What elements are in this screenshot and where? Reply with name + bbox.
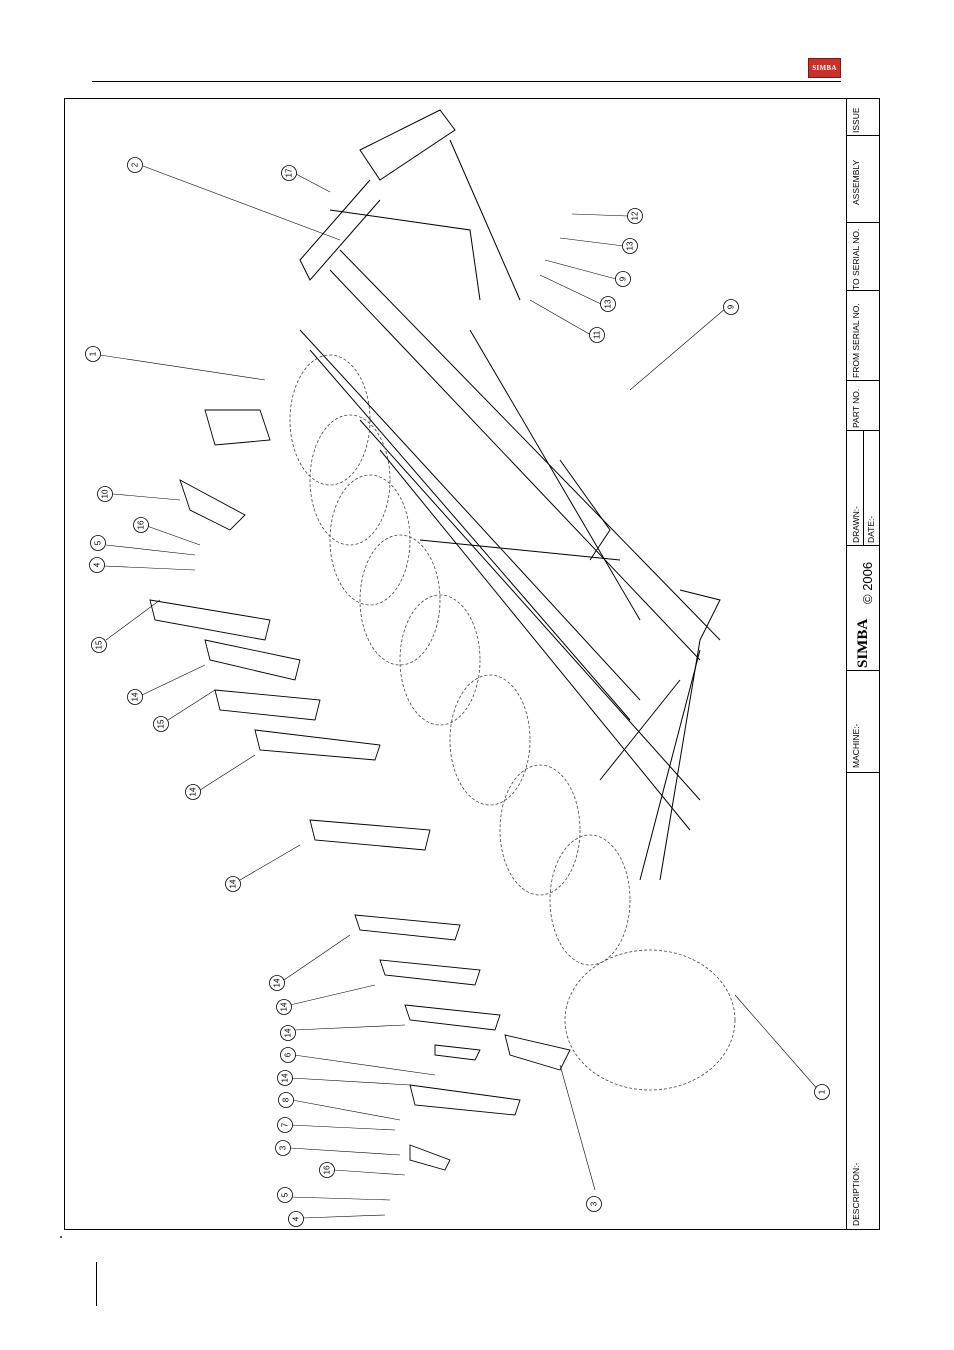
callout-13: 13 xyxy=(601,297,616,312)
callout-14: 14 xyxy=(186,785,201,800)
callout-number: 12 xyxy=(631,211,640,220)
callout-number: 13 xyxy=(626,241,635,250)
callout-number: 17 xyxy=(285,168,294,177)
callout-11: 11 xyxy=(590,328,605,343)
callout-9: 9 xyxy=(724,300,739,315)
callout-number: 14 xyxy=(229,879,238,888)
callout-number: 9 xyxy=(727,304,736,309)
callout-number: 4 xyxy=(292,1216,301,1221)
callout-17: 17 xyxy=(282,166,297,181)
callout-number: 14 xyxy=(189,787,198,796)
callout-number: 7 xyxy=(281,1122,290,1127)
callout-14: 14 xyxy=(226,877,241,892)
callout-number: 15 xyxy=(157,719,166,728)
callout-5: 5 xyxy=(91,536,106,551)
callout-number: 3 xyxy=(590,1201,599,1206)
callout-9: 9 xyxy=(616,272,631,287)
callout-number: 2 xyxy=(131,162,140,167)
callout-number: 5 xyxy=(94,540,103,545)
callout-number: 16 xyxy=(323,1165,332,1174)
callout-number: 14 xyxy=(273,978,282,987)
callout-16: 16 xyxy=(320,1163,335,1178)
callout-4: 4 xyxy=(90,558,105,573)
callout-5: 5 xyxy=(278,1188,293,1203)
callout-number: 14 xyxy=(281,1073,290,1082)
callout-number: 16 xyxy=(137,520,146,529)
callout-12: 12 xyxy=(628,209,643,224)
callout-16: 16 xyxy=(134,518,149,533)
callout-number: 14 xyxy=(284,1028,293,1037)
callout-14: 14 xyxy=(277,1000,292,1015)
callout-number: 4 xyxy=(93,562,102,567)
callout-15: 15 xyxy=(154,717,169,732)
callout-14: 14 xyxy=(270,976,285,991)
callout-14: 14 xyxy=(278,1071,293,1086)
callout-number: 9 xyxy=(619,276,628,281)
callout-4: 4 xyxy=(289,1212,304,1227)
callout-number: 8 xyxy=(282,1097,291,1102)
callout-number: 5 xyxy=(281,1192,290,1197)
callout-14: 14 xyxy=(128,690,143,705)
callout-number: 1 xyxy=(818,1089,827,1094)
callout-13: 13 xyxy=(623,239,638,254)
callout-14: 14 xyxy=(281,1026,296,1041)
callout-10: 10 xyxy=(98,487,113,502)
callout-1: 1 xyxy=(815,1085,830,1100)
callout-7: 7 xyxy=(278,1118,293,1133)
callout-number: 14 xyxy=(131,692,140,701)
callout-number: 6 xyxy=(284,1052,293,1057)
callout-3: 3 xyxy=(276,1141,291,1156)
callout-number: 1 xyxy=(89,351,98,356)
callout-number: 15 xyxy=(95,640,104,649)
callout-1: 1 xyxy=(86,347,101,362)
callout-number: 3 xyxy=(279,1145,288,1150)
callout-number: 14 xyxy=(280,1002,289,1011)
callout-8: 8 xyxy=(279,1093,294,1108)
callout-3: 3 xyxy=(587,1197,602,1212)
callout-6: 6 xyxy=(281,1048,296,1063)
callout-2: 2 xyxy=(128,158,143,173)
callout-number: 10 xyxy=(101,489,110,498)
callout-number: 13 xyxy=(604,299,613,308)
callout-number: 11 xyxy=(593,330,602,339)
callout-15: 15 xyxy=(92,638,107,653)
